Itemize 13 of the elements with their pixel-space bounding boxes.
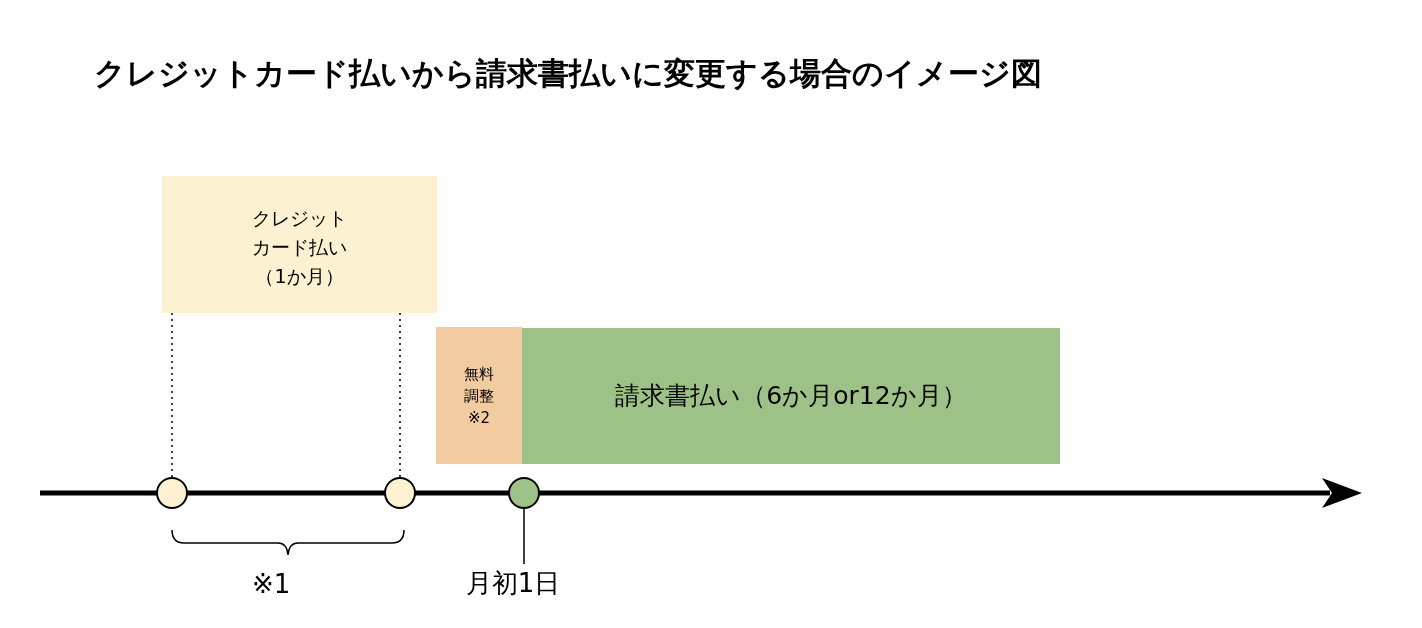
- footnote-mark: ※1: [252, 568, 291, 601]
- invoice-period-bar: [522, 328, 1060, 464]
- leader-line: [523, 508, 525, 565]
- node-text: 月初1日: [465, 566, 561, 600]
- timeline-point: [156, 477, 188, 509]
- node-text: 請求書払い（6か月or12か月）: [615, 380, 967, 413]
- node-text: クレジットカード払い（1か月）: [251, 206, 348, 289]
- timeline-point: [508, 477, 540, 509]
- credit-card-period-bar: [162, 176, 437, 313]
- free-adjustment-bar: [436, 327, 522, 464]
- node-text: 無料調整※2: [463, 363, 495, 429]
- timeline-point: [384, 477, 416, 509]
- diagram-title: クレジットカード払いから請求書払いに変更する場合のイメージ図: [94, 54, 1042, 93]
